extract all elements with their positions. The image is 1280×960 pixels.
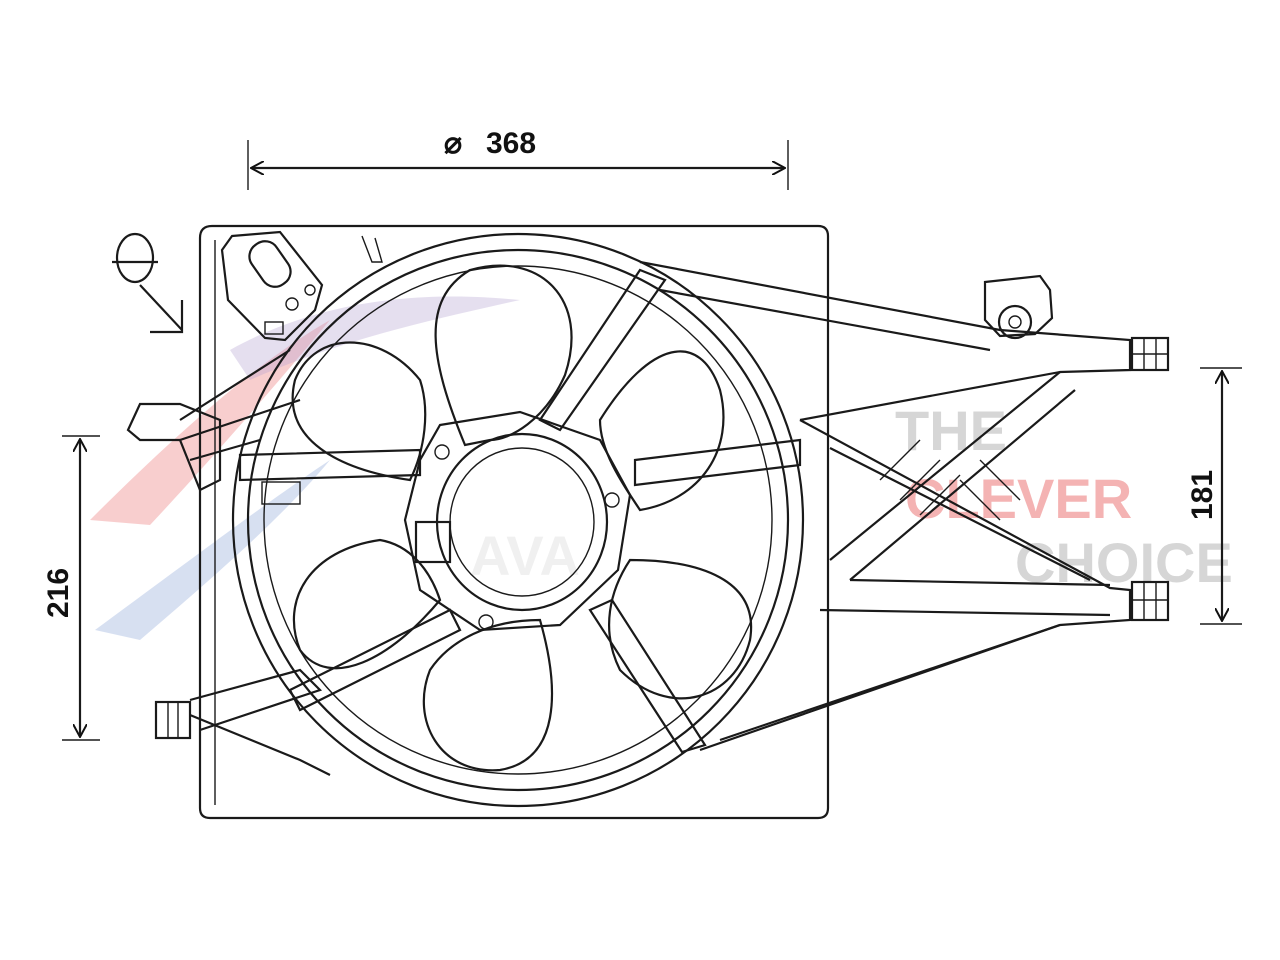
dimension-diameter: ⌀ 368 (247, 127, 789, 190)
dimension-height-right: 181 (1186, 367, 1242, 625)
motor-hub (403, 410, 632, 632)
mounting-bracket (154, 260, 1170, 776)
dimension-height-left: 216 (42, 435, 100, 741)
rotation-direction-icon (112, 232, 184, 334)
height-left-value: 216 (42, 568, 75, 618)
height-right-value: 181 (1186, 470, 1219, 520)
shroud-frame (126, 224, 830, 820)
diameter-value: 368 (486, 127, 536, 160)
fan-ring (231, 232, 805, 808)
brand-watermark: AVA THE CLEVER CHOICE (90, 296, 1233, 640)
fan-blades (291, 264, 753, 772)
watermark-logo: AVA (470, 524, 580, 587)
support-struts (238, 268, 802, 754)
diameter-symbol: ⌀ (444, 127, 462, 160)
watermark-tagline-1: THE (895, 399, 1007, 462)
